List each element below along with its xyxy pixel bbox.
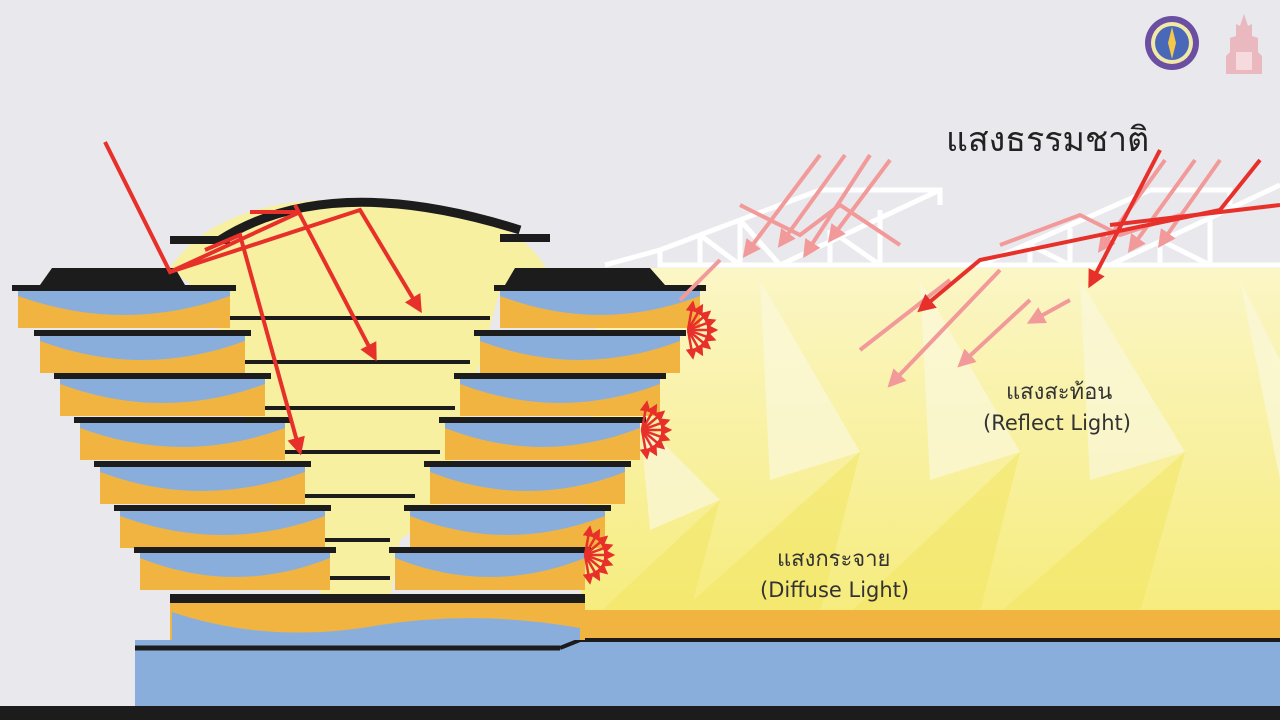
left-terrace-2 [34, 330, 251, 373]
scatter-fan-3 [582, 525, 616, 585]
scatter-fan-2 [639, 400, 673, 460]
sunlight-rays [103, 141, 1280, 456]
right-terrace-2 [474, 330, 686, 373]
left-terrace-6 [114, 505, 331, 548]
right-terrace-1 [494, 285, 706, 328]
reflect-light-english-label: (Reflect Light) [983, 411, 1131, 435]
ground-layers [0, 610, 1280, 720]
left-terraces [12, 268, 336, 590]
university-seal-logo [1143, 13, 1201, 73]
right-terrace-5 [424, 461, 631, 504]
natural-light-label: แสงธรรมชาติ [946, 120, 1150, 160]
right-terrace-7 [389, 547, 591, 590]
right-roof-cap [505, 268, 665, 285]
diffuse-light-english-label: (Diffuse Light) [760, 578, 910, 602]
left-terrace-3 [54, 373, 271, 416]
diffuse-light-thai-label: แสงกระจาย [777, 547, 891, 572]
diffuse-scatter-fans [582, 300, 719, 585]
scatter-fan-1 [685, 300, 719, 360]
base-slab [170, 594, 585, 640]
chula-crest-logo [1222, 12, 1266, 76]
right-terrace-4 [439, 417, 646, 460]
right-terraces [389, 268, 706, 590]
left-terrace-1 [12, 285, 236, 328]
left-terrace-7 [134, 547, 336, 590]
reflect-light-thai-label: แสงสะท้อน [1006, 380, 1113, 405]
left-terrace-4 [74, 417, 291, 460]
left-roof-cap [40, 268, 185, 285]
right-terrace-3 [454, 373, 666, 416]
roof-trusses [604, 182, 1280, 268]
atrium-lightwell [170, 197, 550, 600]
right-terrace-6 [404, 505, 611, 548]
left-terrace-5 [94, 461, 311, 504]
